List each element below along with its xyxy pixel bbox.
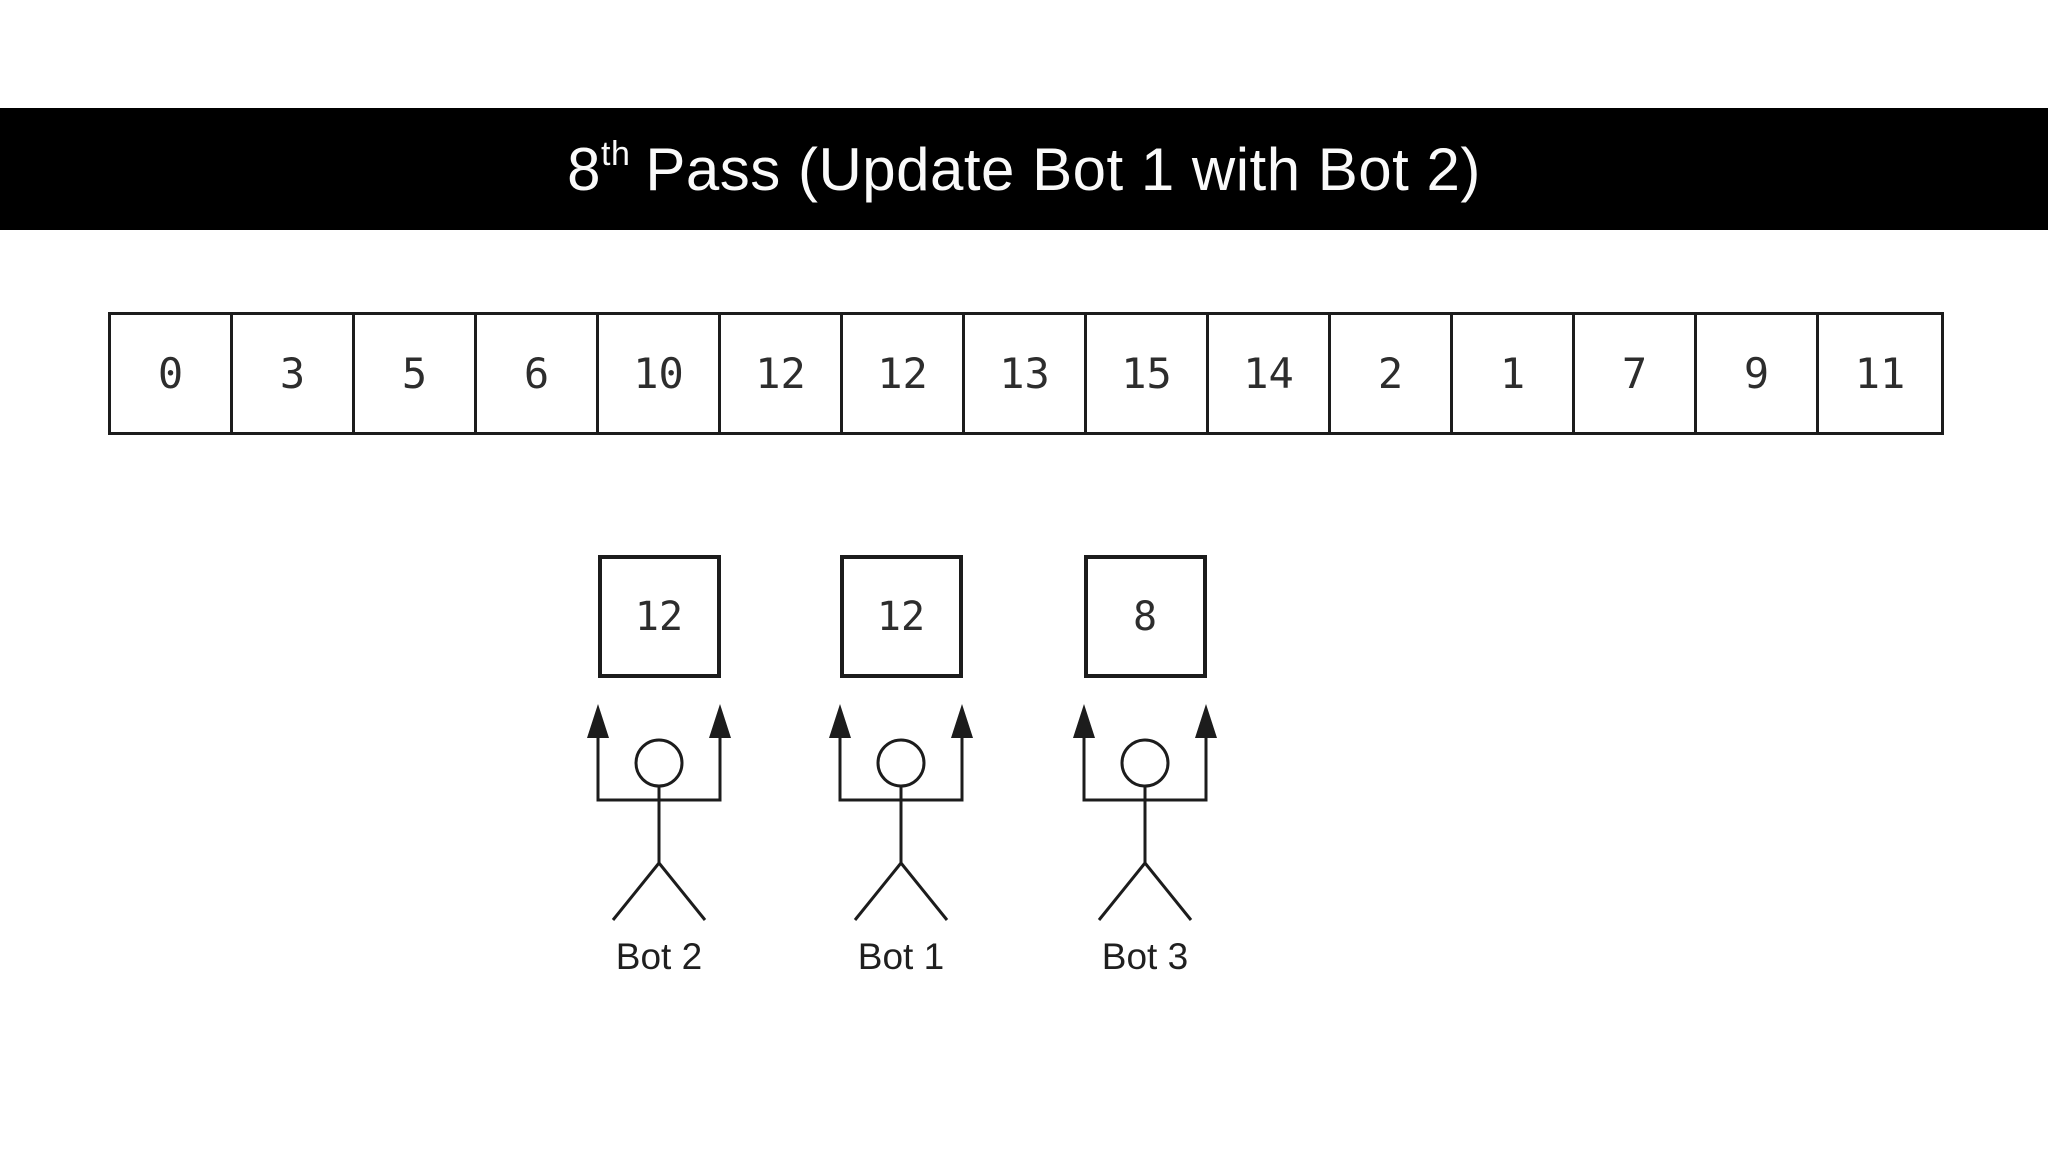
array-cell-14: 11 <box>1854 349 1906 398</box>
up-arrow-icon <box>587 704 609 738</box>
up-arrow-icon <box>1073 704 1095 738</box>
array-cell-3: 6 <box>477 315 599 432</box>
array-cell-7: 13 <box>965 315 1087 432</box>
array-cell-1: 3 <box>233 315 355 432</box>
bot-3-label: Bot 3 <box>1101 936 1189 977</box>
bot-group-1: 12 Bot 1 <box>821 555 981 978</box>
array-cell-0: 0 <box>111 315 233 432</box>
array-cell-8: 15 <box>1087 315 1209 432</box>
array-cell-4: 10 <box>599 315 721 432</box>
bot-group-3: 8 Bot 3 <box>1065 555 1225 978</box>
title-banner: 8th Pass (Update Bot 1 with Bot 2) <box>0 108 2048 230</box>
stick-figure-icon <box>1073 704 1217 921</box>
bot-head <box>876 738 926 788</box>
bot-group-2: 12 Bot 2 <box>579 555 739 978</box>
bot-3-value-box: 8 <box>1083 555 1207 678</box>
stick-figure-icon <box>829 704 973 921</box>
title-ordinal-superscript: th <box>601 134 631 173</box>
up-arrow-icon <box>829 704 851 738</box>
array-cell-2: 5 <box>355 315 477 432</box>
bot-2-value-box: 12 <box>597 555 721 678</box>
stick-figure-icon <box>587 704 731 921</box>
array-cell-5: 12 <box>721 315 843 432</box>
title-text: Pass (Update Bot 1 with Bot 2) <box>645 135 1481 203</box>
array-cell-11: 1 <box>1453 315 1575 432</box>
bot-head <box>634 738 684 788</box>
page-title: 8th Pass (Update Bot 1 with Bot 2) <box>567 135 1481 204</box>
bot-1-label: Bot 1 <box>857 936 945 977</box>
bot-1-value-box: 12 <box>839 555 963 678</box>
array-cell-6: 12 <box>843 315 965 432</box>
bot-head <box>1120 738 1170 788</box>
title-number: 8 <box>567 135 602 203</box>
array-cell-12: 7 <box>1575 315 1697 432</box>
up-arrow-icon <box>951 704 973 738</box>
up-arrow-icon <box>1195 704 1217 738</box>
bot-2-label: Bot 2 <box>615 936 703 977</box>
array-cell-9: 14 <box>1209 315 1331 432</box>
array-cell-10: 2 <box>1331 315 1453 432</box>
up-arrow-icon <box>709 704 731 738</box>
array-row: 0 3 5 6 10 12 12 13 15 14 2 1 7 9 11 <box>108 312 1944 435</box>
array-cell-13: 9 <box>1697 315 1819 432</box>
